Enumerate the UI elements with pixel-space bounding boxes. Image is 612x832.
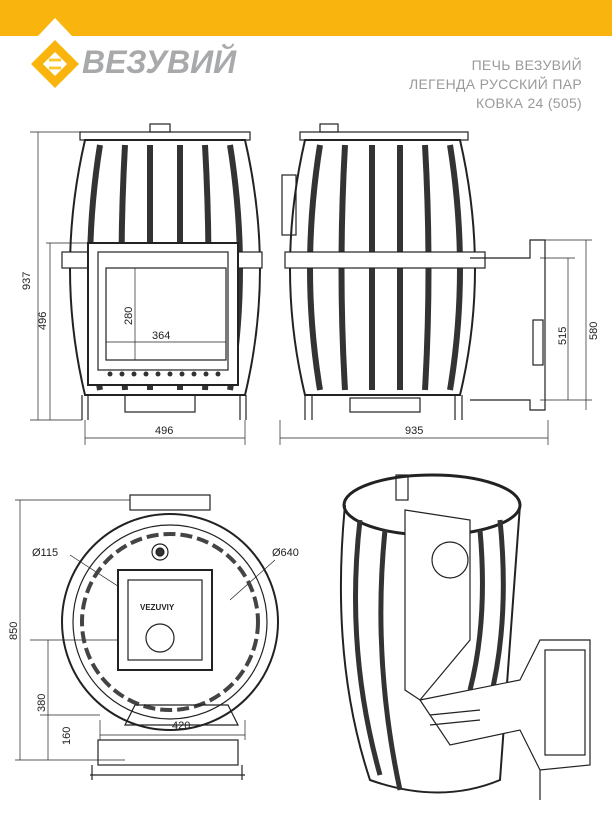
- title-line-2: ЛЕГЕНДА РУССКИЙ ПАР: [408, 76, 582, 92]
- dim-515: 515: [557, 327, 569, 345]
- dim-depth: 850: [8, 622, 20, 640]
- dim-160: 160: [61, 727, 73, 745]
- dim-glass-width: 364: [152, 330, 170, 342]
- dim-glass-height: 280: [123, 307, 135, 325]
- dim-380: 380: [36, 694, 48, 712]
- title-line-3: КОВКА 24 (505): [476, 95, 582, 111]
- door-stamp: VEZUVIY: [140, 603, 175, 612]
- isometric-view-drawing: [339, 473, 591, 800]
- title-line-1: ПЕЧЬ ВЕЗУВИЙ: [471, 57, 582, 73]
- dim-580: 580: [588, 322, 600, 340]
- dim-height-door: 496: [37, 312, 49, 330]
- side-view-drawing: [281, 123, 546, 420]
- dim-height-total: 937: [21, 272, 33, 290]
- brand-logo-text: ВЕЗУВИЙ: [82, 44, 237, 80]
- dim-body-diameter: Ø640: [272, 547, 299, 559]
- dim-pipe-diameter: Ø115: [32, 547, 58, 559]
- product-title: ПЕЧЬ ВЕЗУВИЙ ЛЕГЕНДА РУССКИЙ ПАР КОВКА 2…: [409, 56, 582, 113]
- header-bar: [0, 0, 612, 36]
- dim-420: 420: [172, 720, 190, 732]
- dim-width: 496: [155, 425, 173, 437]
- front-view-drawing: [15, 123, 592, 761]
- dim-length: 935: [405, 425, 423, 437]
- top-view-drawing: [61, 494, 279, 780]
